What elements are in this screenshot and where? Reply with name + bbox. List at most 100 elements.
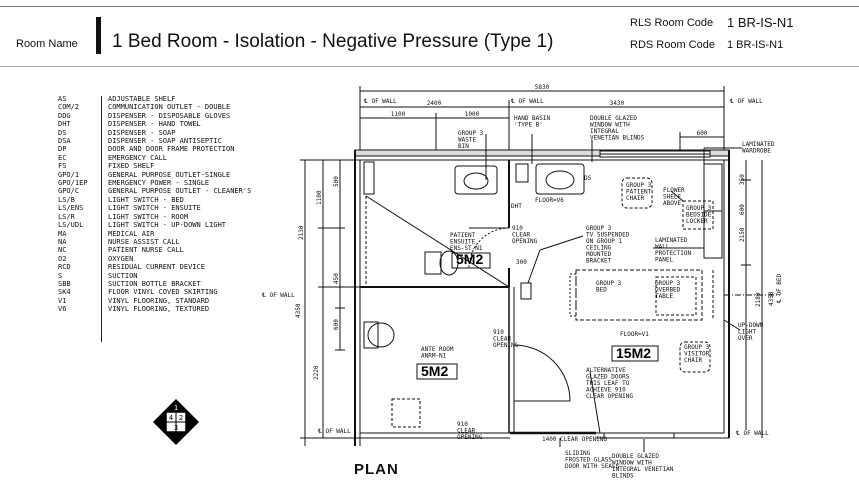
clear-opening-sliding: OPENING [457,434,483,441]
rds-code-label: RDS Room Code [630,39,715,51]
clear-opening-sliding: CLEAR [457,428,475,435]
room-name-label: Room Name [16,38,78,50]
legend-row: GPO/1 GENERAL PURPOSE OUTLET-SINGLE [58,171,251,179]
legend-abbr: NA [58,237,67,246]
updown-light-label: UP-DOWN [738,322,764,329]
compass-n1: 1 [174,404,178,412]
legend-desc: NURSE ASSIST CALL [108,237,180,246]
sliding-door-label: FROSTED GLASS [565,457,612,464]
legend-desc: MEDICAL AIR [108,229,155,238]
legend-desc: LIGHT SWITCH - ENSUITE [108,204,201,213]
patient-chair [621,177,653,209]
legend-abbr: LS/R [58,212,75,221]
legend-desc: LIGHT SWITCH - BED [108,195,184,204]
tv-bracket-label: CEILING [586,245,612,252]
legend-desc: RESIDUAL CURRENT DEVICE [108,263,205,272]
bed-room-area: 15M2 [616,345,651,361]
bedside-locker-label: LOCKER [686,218,708,225]
legend-abbr: DDG [58,111,71,120]
clear-opening-sliding: 910 [457,421,468,428]
legend-desc: FIXED SHELF [108,162,155,171]
legend-abbr: O2 [58,254,67,263]
wall-marker-bl: ℄ OF WALL [317,428,351,435]
ensuite-area-box [451,252,491,269]
visitor-chair-label: GROUP 3 [684,344,710,351]
compass-n2: 2 [179,414,183,422]
legend-abbr: GPO/C [58,187,80,196]
dim-1100: 1100 [391,111,406,118]
bedside-locker [682,200,714,230]
legend-row: COM/2 COMMUNICATION OUTLET - DOUBLE [58,103,251,111]
ensuite-basin [454,165,498,195]
ante-basin [367,322,395,348]
alternative-doors-label: ACHIEVE 910 [586,387,626,394]
bed-label: BED [596,287,607,294]
legend-abbr: S [58,271,63,280]
legend-abbr: NC [58,246,67,255]
legend-abbr: LS/UDL [58,221,84,230]
laminated-wall-label: LAMINATED [655,237,688,244]
ensuite-name: ENS-ST-N1 [450,245,483,252]
clear-opening-ensuite: OPENING [512,238,538,245]
legend-desc: PATIENT NURSE CALL [108,246,184,255]
of-bed-marker: ℄ OF BED [776,273,783,304]
overbed-table [655,276,697,316]
dim-4350-right: 4350 [768,291,775,306]
wall-marker-br: ℄ OF WALL [735,430,769,437]
window-bottom-label: BLINDS [612,473,634,480]
sliding-door-label: SLIDING [565,450,591,457]
legend-desc: GENERAL PURPOSE OUTLET - CLEANER'S [108,187,252,196]
compass-symbol: 1 4 2 3 [153,399,199,445]
laminated-wall-label: WALL [655,244,670,251]
legend-abbr: EC [58,153,67,162]
header-top-rule [0,6,859,7]
dim-600-v: 600 [333,319,340,330]
window-top-label: INTEGRAL [590,128,619,135]
ante-waste-bin [391,398,421,428]
header-bottom-rule [0,66,859,67]
flower-shelf-label: SHELF [663,194,681,201]
legend-abbr: SBB [58,279,71,288]
waste-bin-label: WASTE [458,137,476,144]
ensuite-shelf [363,161,375,195]
visitor-chair-label: VISITOR [684,351,710,358]
legend-desc: DISPENSER - HAND TOWEL [108,120,201,129]
wall-marker-tr: ℄ OF WALL [729,98,763,105]
dim-600-right: 600 [739,204,746,215]
legend-desc: COMMUNICATION OUTLET - DOUBLE [108,103,231,112]
floor-v6-label: FLOOR=V6 [535,197,564,204]
compass-n4: 4 [169,414,173,422]
legend-desc: DISPENSER - DISPOSABLE GLOVES [108,111,231,120]
dht-label: DHT [511,203,522,210]
bed-label: GROUP 3 [596,280,622,287]
ante-room-name: ANTE ROOM [421,346,454,353]
alternative-doors-label: THIS LEAF TO [586,380,630,387]
legend-abbr: FS [58,162,67,171]
wall-marker-tm: ℄ OF WALL [510,98,544,105]
window-bottom-label: INTEGRAL VENETIAN [612,466,674,473]
bed [575,269,703,321]
bed-area-box [611,345,659,362]
legend-abbr: V6 [58,305,67,314]
legend-desc: GENERAL PURPOSE OUTLET-SINGLE [108,170,231,179]
dim-300: 300 [516,259,527,266]
wall-marker-tl: ℄ OF WALL [363,98,397,105]
rds-code-value: 1 BR-IS-N1 [727,39,784,51]
legend-abbr: COM/2 [58,103,80,112]
legend-abbr: RCD [58,263,71,272]
alternative-doors-label: ALTERNATIVE [586,367,626,374]
tv-bracket-label: MOUNTED [586,251,612,258]
legend-desc: DISPENSER - SOAP ANTISEPTIC [108,137,222,146]
legend-abbr: GPO/1 [58,170,80,179]
plan-title: PLAN [354,461,399,478]
window-bottom-label: WINDOW WITH [612,460,652,467]
dim-overall-width: 5830 [535,84,550,91]
alternative-doors-label: GLAZED DOORS [586,374,630,381]
tv-bracket [520,282,532,300]
legend-desc: VINYL FLOORING, STANDARD [108,296,210,305]
